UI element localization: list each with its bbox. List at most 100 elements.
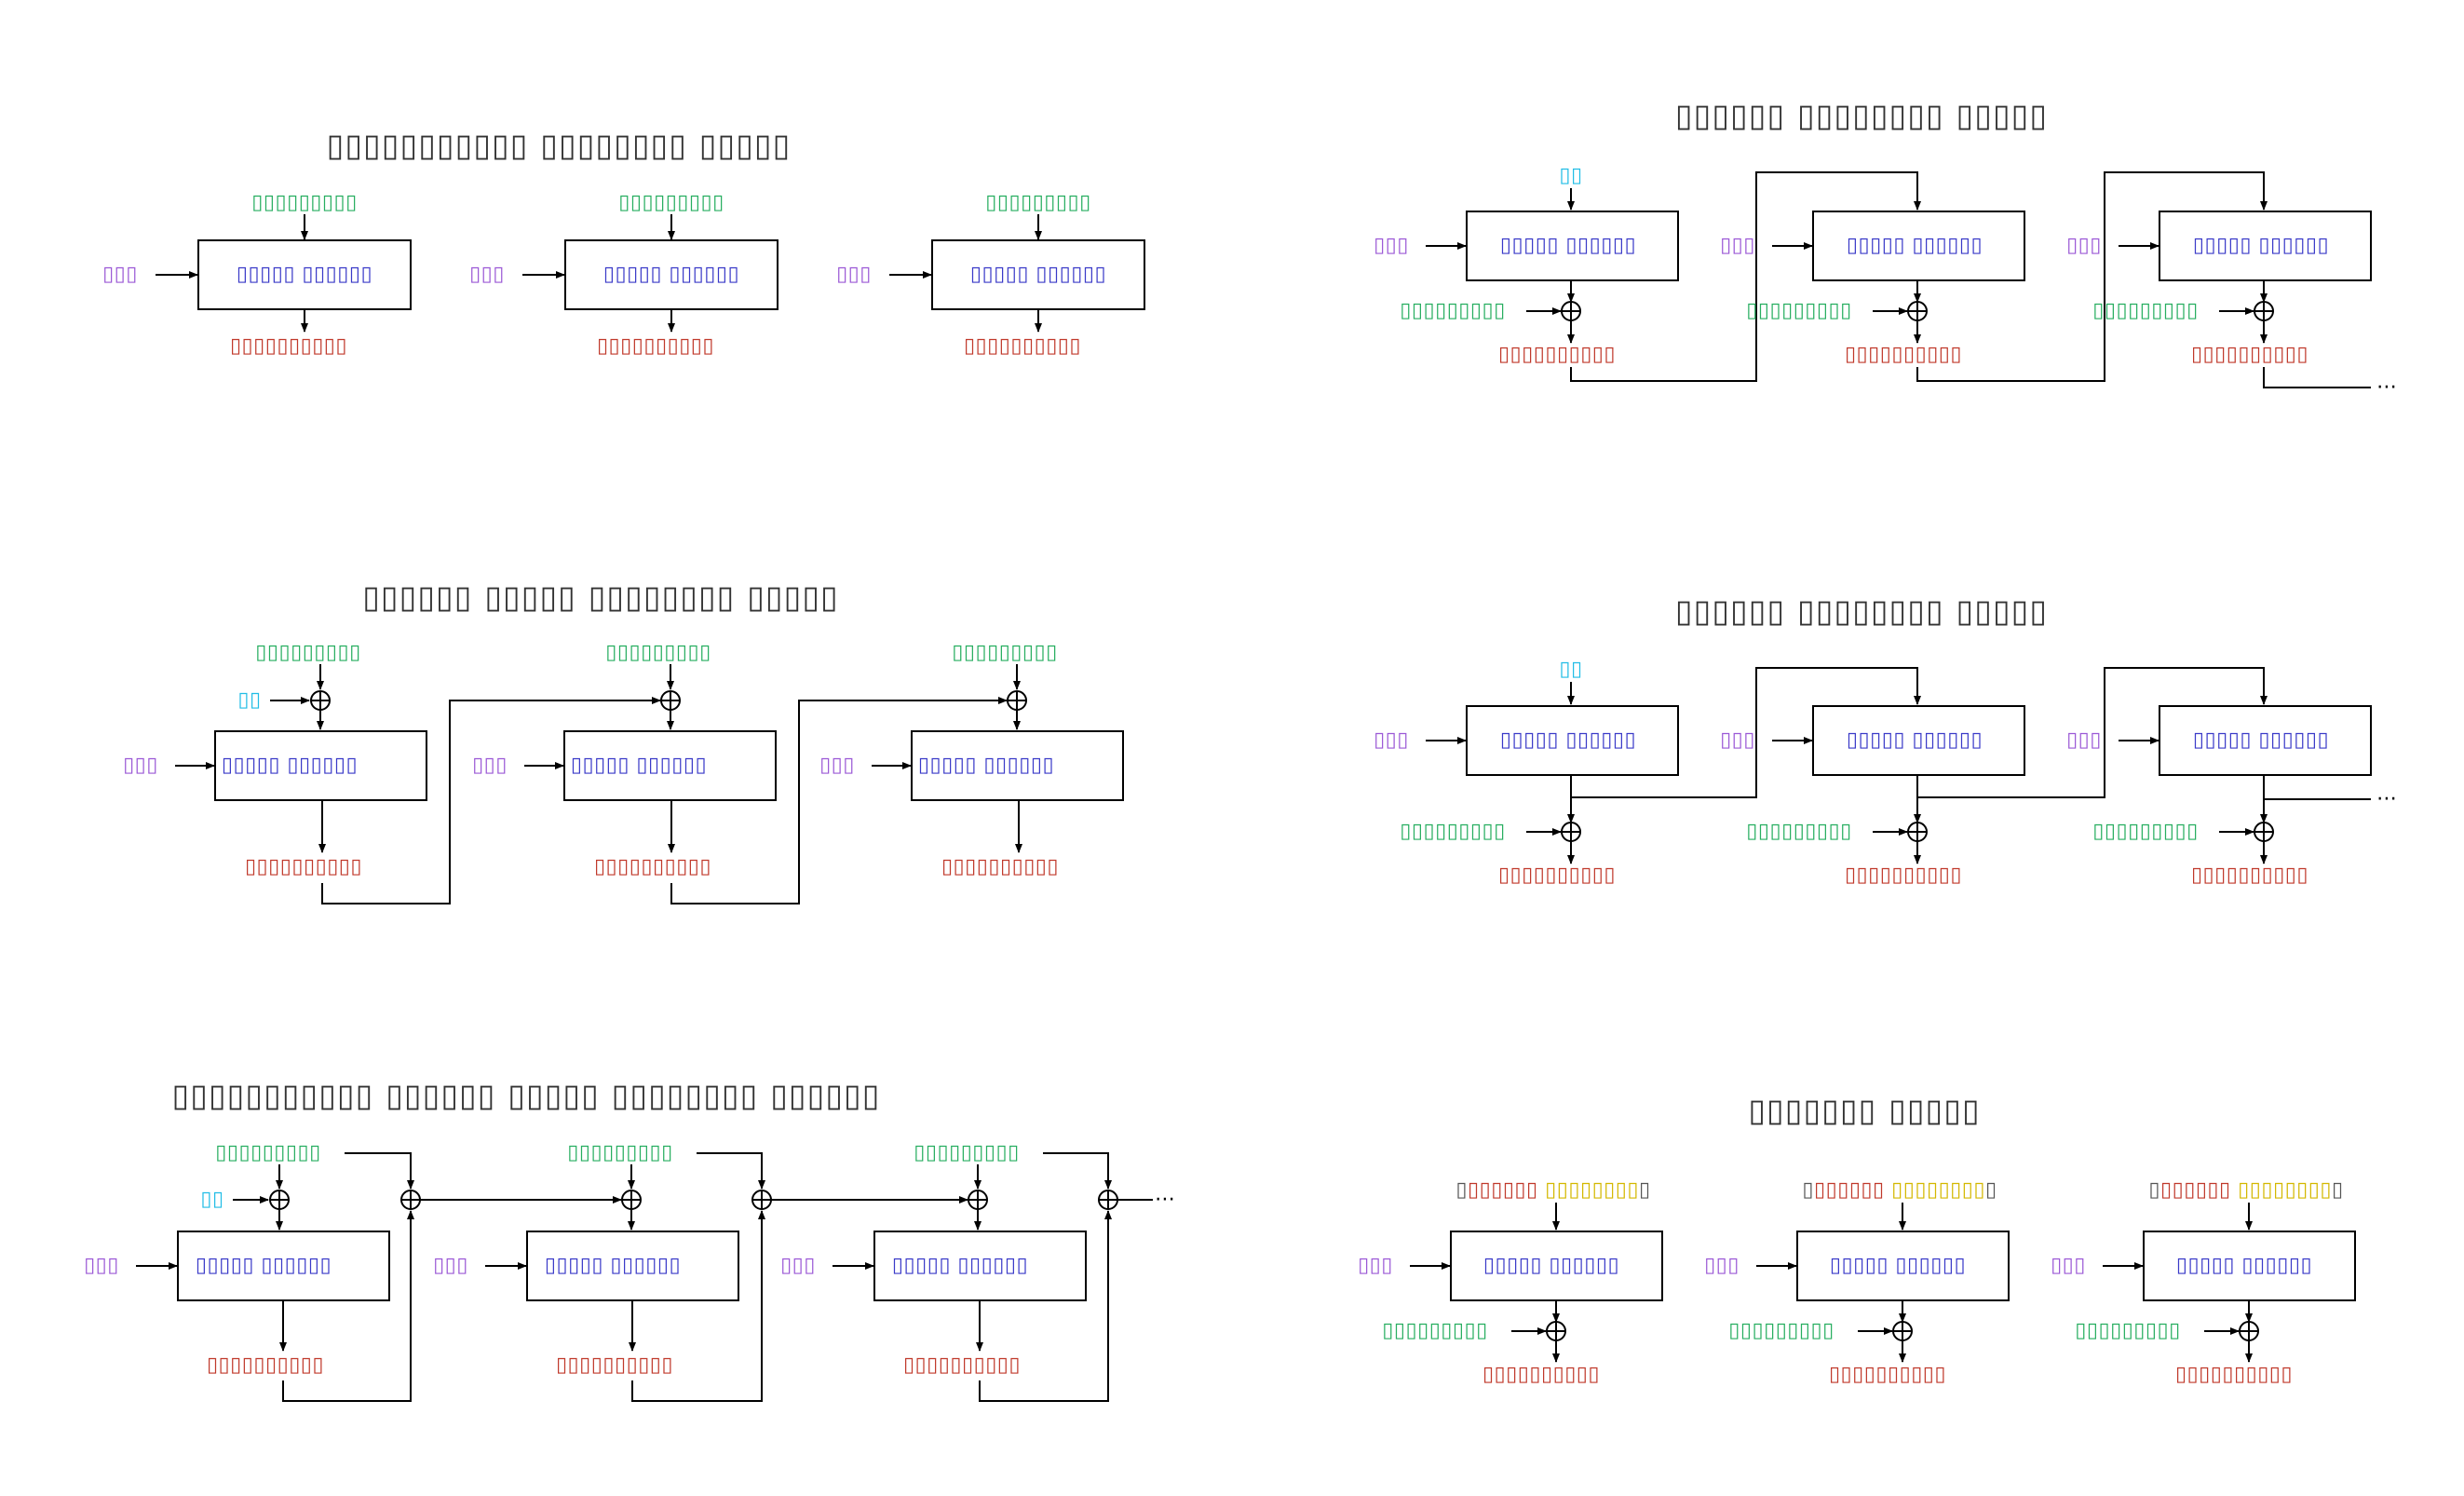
pcbc-continuation-dots: ⋯ [1155, 1188, 1176, 1211]
pcbc-key-label: ▯▯▯ [780, 1254, 816, 1277]
ecb-cipher-label: ▯▯▯▯▯ ▯▯▯▯▯▯ [237, 263, 372, 286]
cfb-title: ▯▯▯▯▯▯ ▯▯▯▯▯▯▯▯ ▯▯▯▯▯ [1675, 98, 2048, 135]
pcbc-xor-1 [269, 1190, 290, 1210]
ofb-feedback-line [1571, 667, 1921, 798]
pcbc-plaintext-label: ▯▯▯▯▯▯▯▯▯ [215, 1141, 320, 1164]
cbc-cipher-block-1 [214, 730, 427, 801]
pcbc-cipher-block-3 [873, 1231, 1087, 1301]
ofb-key-label: ▯▯▯ [1720, 728, 1755, 752]
ctr-cipher-label: ▯▯▯▯▯ ▯▯▯▯▯▯ [1483, 1254, 1619, 1277]
pcbc-plaintext-label: ▯▯▯▯▯▯▯▯▯ [914, 1141, 1019, 1164]
ecb-ciphertext-label: ▯▯▯▯▯▯▯▯▯▯ [597, 334, 714, 358]
cfb-xor-2 [1907, 301, 1928, 321]
ofb-cipher-block-3 [2159, 705, 2372, 776]
cbc-cipher-block-3 [911, 730, 1124, 801]
pcbc-ciphertext-loop [979, 1210, 1112, 1402]
ctr-counter-text: ▯▯▯▯▯▯▯▯ [2238, 1178, 2332, 1202]
cbc-chain-line [321, 697, 661, 904]
pcbc-iv-label: ▯▯ [200, 1188, 223, 1211]
cfb-xor-3 [2254, 301, 2274, 321]
pcbc-xor-3 [968, 1190, 988, 1210]
pcbc-ciphertext-label: ▯▯▯▯▯▯▯▯▯▯ [207, 1353, 324, 1377]
ofb-key-label: ▯▯▯ [1374, 728, 1409, 752]
cfb-key-label: ▯▯▯ [1374, 234, 1409, 257]
pcbc-ciphertext-loop [282, 1210, 414, 1402]
ecb-cipher-label: ▯▯▯▯▯ ▯▯▯▯▯▯ [603, 263, 739, 286]
cbc-xor-1 [310, 690, 331, 711]
ctr-cipher-label: ▯▯▯▯▯ ▯▯▯▯▯▯ [1830, 1254, 1966, 1277]
ctr-counter-close-text: ▯ [1639, 1178, 1651, 1202]
cfb-plaintext-label: ▯▯▯▯▯▯▯▯▯ [1746, 299, 1851, 322]
ctr-plaintext-label: ▯▯▯▯▯▯▯▯▯ [1728, 1319, 1834, 1342]
cfb-continuation-dots: ⋯ [2376, 375, 2398, 399]
ofb-xor-3 [2254, 822, 2274, 842]
ofb-ciphertext-label: ▯▯▯▯▯▯▯▯▯▯ [1845, 864, 1962, 887]
pcbc-mix-xor-1 [400, 1190, 421, 1210]
cbc-plaintext-label: ▯▯▯▯▯▯▯▯▯ [605, 641, 711, 664]
cfb-key-label: ▯▯▯ [2066, 234, 2102, 257]
pcbc-plaintext-branch [1043, 1152, 1112, 1190]
cbc-ciphertext-label: ▯▯▯▯▯▯▯▯▯▯ [594, 855, 711, 878]
pcbc-key-label: ▯▯▯ [433, 1254, 468, 1277]
cbc-key-label: ▯▯▯ [819, 754, 855, 777]
cfb-plaintext-label: ▯▯▯▯▯▯▯▯▯ [2092, 299, 2198, 322]
cfb-continuation-line [2263, 367, 2371, 388]
ofb-continuation-dots: ⋯ [2376, 787, 2398, 810]
ctr-counter-text: ▯▯▯▯▯▯▯▯ [1891, 1178, 1985, 1202]
ctr-counter-text: ▯▯▯▯▯▯▯▯ [1545, 1178, 1639, 1202]
cfb-cipher-label: ▯▯▯▯▯ ▯▯▯▯▯▯ [1500, 234, 1636, 257]
cbc-plaintext-label: ▯▯▯▯▯▯▯▯▯ [255, 641, 360, 664]
pcbc-cipher-block-1 [177, 1231, 390, 1301]
ofb-xor-2 [1907, 822, 1928, 842]
pcbc-title: ▯▯▯▯▯▯▯▯▯▯▯ ▯▯▯▯▯▯ ▯▯▯▯▯ ▯▯▯▯▯▯▯▯ ▯▯▯▯▯▯ [172, 1078, 881, 1115]
ctr-plaintext-label: ▯▯▯▯▯▯▯▯▯ [1382, 1319, 1487, 1342]
ctr-cipher-label: ▯▯▯▯▯ ▯▯▯▯▯▯ [2176, 1254, 2312, 1277]
ofb-ciphertext-label: ▯▯▯▯▯▯▯▯▯▯ [2191, 864, 2308, 887]
ofb-ciphertext-label: ▯▯▯▯▯▯▯▯▯▯ [1498, 864, 1616, 887]
cbc-cipher-block-2 [563, 730, 777, 801]
ctr-nonce-open-text: ▯ [1455, 1178, 1468, 1202]
cbc-title: ▯▯▯▯▯▯ ▯▯▯▯▯ ▯▯▯▯▯▯▯▯ ▯▯▯▯▯ [362, 579, 839, 617]
ctr-plaintext-label: ▯▯▯▯▯▯▯▯▯ [2075, 1319, 2180, 1342]
cbc-ciphertext-label: ▯▯▯▯▯▯▯▯▯▯ [941, 855, 1059, 878]
ofb-xor-1 [1561, 822, 1581, 842]
ofb-cipher-label: ▯▯▯▯▯ ▯▯▯▯▯▯ [1847, 728, 1983, 752]
pcbc-plaintext-branch [345, 1152, 414, 1190]
ecb-plaintext-label: ▯▯▯▯▯▯▯▯▯ [618, 191, 724, 214]
ctr-counter-close-text: ▯ [2332, 1178, 2344, 1202]
ctr-nonce-counter-label: ▯▯▯▯▯▯▯ ▯▯▯▯▯▯▯▯▯ [1455, 1178, 1650, 1202]
ofb-key-label: ▯▯▯ [2066, 728, 2102, 752]
cbc-plaintext-label: ▯▯▯▯▯▯▯▯▯ [952, 641, 1057, 664]
cbc-chain-line [670, 697, 1008, 904]
ofb-feedback-line [1917, 667, 2268, 798]
ctr-nonce-counter-label: ▯▯▯▯▯▯▯ ▯▯▯▯▯▯▯▯▯ [2148, 1178, 2343, 1202]
ctr-counter-close-text: ▯ [1985, 1178, 1997, 1202]
ecb-plaintext-label: ▯▯▯▯▯▯▯▯▯ [985, 191, 1090, 214]
cbc-key-label: ▯▯▯ [472, 754, 508, 777]
ecb-cipher-block-3 [931, 239, 1145, 310]
pcbc-ciphertext-label: ▯▯▯▯▯▯▯▯▯▯ [903, 1353, 1021, 1377]
ctr-cipher-block-1 [1450, 1231, 1663, 1301]
ofb-plaintext-label: ▯▯▯▯▯▯▯▯▯ [2092, 820, 2198, 843]
ctr-key-label: ▯▯▯ [1358, 1254, 1393, 1277]
cfb-cipher-block-1 [1466, 211, 1679, 281]
ctr-xor-2 [1892, 1321, 1913, 1341]
xor-operators [269, 301, 2274, 1341]
ofb-cipher-label: ▯▯▯▯▯ ▯▯▯▯▯▯ [1500, 728, 1636, 752]
ofb-plaintext-label: ▯▯▯▯▯▯▯▯▯ [1746, 820, 1851, 843]
ecb-title: ▯▯▯▯▯▯▯▯▯▯▯ ▯▯▯▯▯▯▯▯ ▯▯▯▯▯ [327, 128, 792, 165]
cbc-cipher-label: ▯▯▯▯▯ ▯▯▯▯▯▯ [222, 754, 358, 777]
cfb-feedback-line [1570, 171, 1921, 382]
ctr-ciphertext-label: ▯▯▯▯▯▯▯▯▯▯ [1829, 1363, 1946, 1386]
ofb-iv-label: ▯▯ [1559, 658, 1582, 681]
cbc-xor-2 [660, 690, 681, 711]
ctr-key-label: ▯▯▯ [1704, 1254, 1740, 1277]
labels: ▯▯▯▯▯▯▯▯▯▯▯ ▯▯▯▯▯▯▯▯ ▯▯▯▯▯▯▯▯▯▯ ▯▯▯▯▯▯▯▯… [84, 98, 2397, 1387]
ofb-cipher-block-2 [1812, 705, 2025, 776]
ctr-nonce-text: ▯▯▯▯▯▯ [1468, 1178, 1538, 1202]
ecb-key-label: ▯▯▯ [102, 263, 138, 286]
ctr-nonce-counter-label: ▯▯▯▯▯▯▯ ▯▯▯▯▯▯▯▯▯ [1802, 1178, 1997, 1202]
pcbc-cipher-label: ▯▯▯▯▯ ▯▯▯▯▯▯ [545, 1254, 681, 1277]
cfb-cipher-block-2 [1812, 211, 2025, 281]
ctr-nonce-text: ▯▯▯▯▯▯ [2160, 1178, 2231, 1202]
